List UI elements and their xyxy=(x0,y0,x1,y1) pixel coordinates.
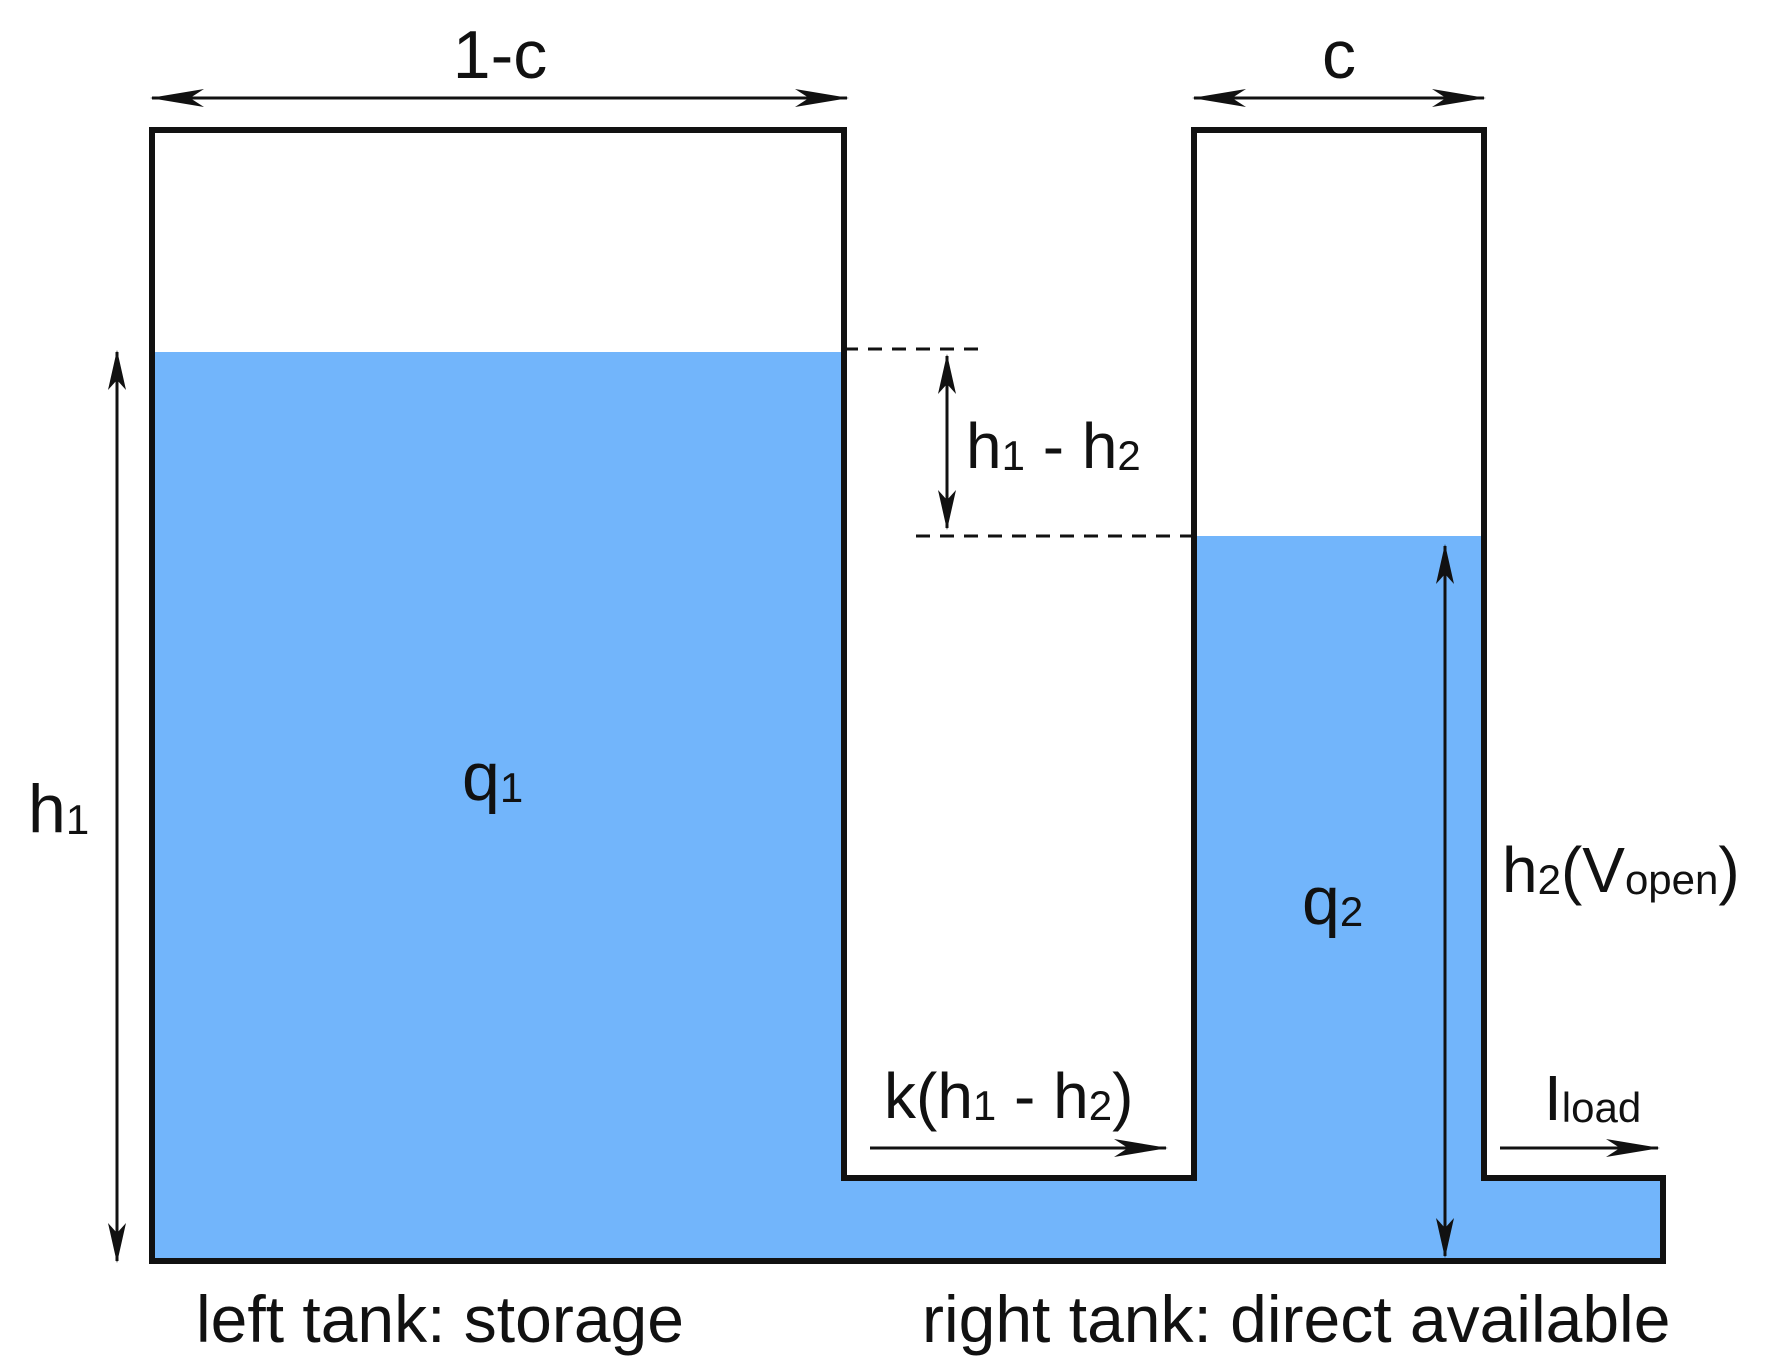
water-left-tank xyxy=(152,352,1663,1261)
water xyxy=(152,352,1663,1261)
tank-outline xyxy=(149,127,1666,1264)
flow-label: k(h1 - h2) xyxy=(884,1060,1133,1132)
left-caption: left tank: storage xyxy=(196,1282,684,1356)
h2-vopen-label: h2(Vopen) xyxy=(1502,834,1740,906)
level-diff-label: h1 - h2 xyxy=(966,410,1141,482)
left-width-label: 1-c xyxy=(453,17,547,93)
q2-label: q2 xyxy=(1302,863,1363,939)
right-width-label: c xyxy=(1322,17,1356,93)
right-caption: right tank: direct available xyxy=(922,1282,1670,1356)
h1-label: h1 xyxy=(28,771,89,847)
q1-label: q1 xyxy=(462,739,523,815)
load-label: Iload xyxy=(1544,1062,1641,1134)
